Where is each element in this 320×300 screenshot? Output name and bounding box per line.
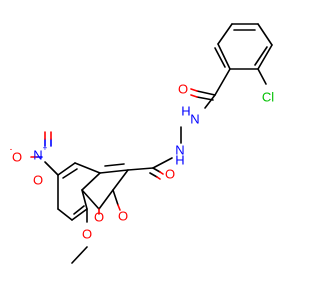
- bond-half: [196, 96, 214, 101]
- atom-label-oxygen-ring: O: [94, 210, 104, 225]
- atom-label-oxygen-methoxy: O: [82, 227, 92, 242]
- bond: [257, 23, 273, 46]
- bond-half: [156, 176, 161, 180]
- bond-half: [152, 167, 161, 173]
- bond-half: [159, 171, 164, 175]
- bond: [204, 94, 216, 109]
- nitro-negative-charge: -: [10, 145, 13, 154]
- atom-label-hydrogen-upper: H: [181, 104, 190, 119]
- bond: [257, 44, 273, 70]
- atom-label-oxygen-benzoyl: O: [178, 82, 188, 97]
- bond: [71, 246, 88, 264]
- atom-label-nitrogen-lower: N: [175, 143, 184, 158]
- bond: [57, 208, 73, 221]
- bond: [112, 169, 129, 191]
- bonds: [44, 23, 273, 264]
- atom-label-oxygen-nitro-down: O: [33, 173, 43, 188]
- bond-double-inner: [104, 163, 125, 167]
- atom-label-oxygen-amide: O: [165, 167, 175, 182]
- heteroatom-bonds: [30, 88, 216, 215]
- bond: [74, 162, 101, 174]
- nitro-positive-charge: +: [43, 144, 48, 153]
- atom-label-nitrogen-nitro: N: [33, 148, 42, 163]
- bond: [71, 208, 88, 221]
- atom-label-oxygen-nitro-left: O: [12, 150, 22, 165]
- bond-double-inner: [62, 168, 78, 179]
- bond: [217, 23, 233, 45]
- bond: [81, 189, 100, 210]
- bond-half: [190, 88, 198, 92]
- atom-label-chlorine: Cl: [262, 90, 274, 105]
- bond: [81, 172, 101, 191]
- canvas-background: [0, 0, 300, 300]
- bond: [98, 189, 114, 210]
- bond-half: [149, 172, 158, 178]
- bond: [57, 162, 76, 176]
- bond: [217, 43, 231, 70]
- bond-half: [112, 189, 119, 206]
- bond-half: [117, 204, 121, 211]
- atom-label-hydrogen-lower: H: [175, 153, 184, 168]
- bond-half: [190, 94, 198, 98]
- atom-labels: O H N N H Cl O N + O - O O O O: [10, 82, 275, 242]
- bond-double-inner: [214, 47, 226, 68]
- bond-double-inner: [73, 205, 85, 215]
- bond-half: [196, 90, 216, 96]
- bond: [214, 68, 231, 96]
- molecule-structure: O H N N H Cl O N + O - O O O O: [0, 0, 300, 300]
- bond: [99, 169, 129, 174]
- atom-label-oxygen-lactone: O: [118, 209, 128, 224]
- bond-double-inner: [254, 46, 268, 66]
- bond: [257, 68, 267, 85]
- bond: [152, 157, 173, 169]
- bond: [127, 167, 154, 171]
- bond: [44, 161, 59, 176]
- atom-label-nitrogen-upper: N: [190, 112, 199, 127]
- bond: [81, 189, 88, 210]
